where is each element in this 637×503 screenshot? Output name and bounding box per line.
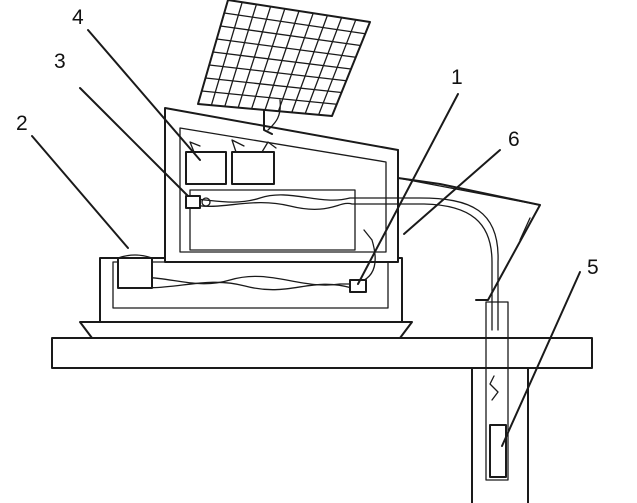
solar-grid-line: [212, 51, 352, 70]
wiring: [119, 99, 499, 331]
solar-panel-icon: [197, 0, 371, 135]
callout-6: 6: [508, 128, 520, 151]
callout-3: 3: [54, 50, 66, 73]
callout-labels: 1 2 3 4 5 6: [16, 6, 599, 279]
well-casing: [471, 367, 529, 503]
pump-controller: [349, 279, 367, 293]
enclosure-house: [164, 107, 399, 263]
roof-extension: [397, 149, 541, 301]
solar-grid-line: [201, 90, 338, 105]
base-tray: [79, 321, 413, 339]
leader-lines: [31, 29, 581, 447]
tank-icon: [117, 254, 153, 289]
solar-grid-line: [223, 12, 366, 35]
callout-4: 4: [72, 6, 84, 29]
solar-grid-line: [204, 77, 343, 94]
panel-mount-post: [263, 109, 273, 135]
solar-grid-line: [216, 38, 357, 58]
riser-pipe: [485, 301, 509, 481]
controller-box: [185, 195, 211, 209]
callout-1: 1: [451, 66, 463, 89]
ground-slab: [51, 337, 593, 369]
battery-icon: [185, 139, 277, 185]
callout-5: 5: [587, 256, 599, 279]
callout-2: 2: [16, 112, 28, 135]
solar-grid-line: [208, 64, 347, 82]
pump-icon: [489, 424, 507, 478]
solar-grid-line: [219, 25, 362, 47]
